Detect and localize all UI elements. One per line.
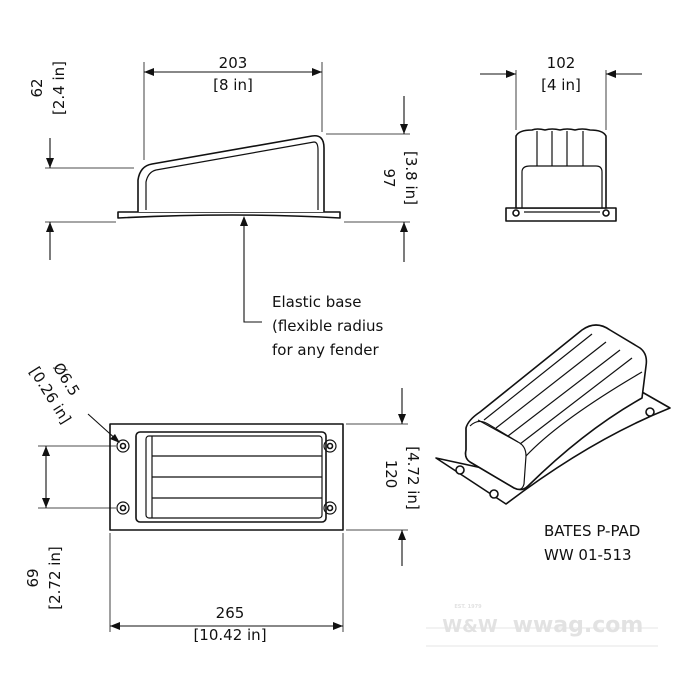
- callout-line-3: for any fender: [272, 341, 380, 359]
- side-view-body: [137, 134, 325, 212]
- side-view: [45, 62, 410, 323]
- dim-102-in: [4 in]: [541, 76, 581, 94]
- dim-97-in: [3.8 in]: [402, 151, 420, 205]
- top-view: [38, 388, 408, 632]
- end-view-base: [505, 207, 617, 222]
- dim-203-mm: 203: [219, 54, 248, 72]
- dim-120-mm: 120: [382, 460, 400, 489]
- dim-62-mm: 62: [28, 78, 46, 97]
- watermark-brand: W&W: [442, 616, 498, 637]
- dim-102-mm: 102: [547, 54, 576, 72]
- isometric-view: [435, 324, 671, 505]
- product-code: WW 01-513: [544, 546, 632, 564]
- product-name: BATES P-PAD: [544, 522, 640, 540]
- watermark-est: EST. 1979: [454, 604, 482, 610]
- side-view-base: [117, 211, 341, 219]
- watermark-site: wwag.com: [513, 613, 644, 638]
- iso-front-face: [464, 419, 527, 490]
- dim-69-in: [2.72 in]: [46, 546, 64, 610]
- dim-62-in: [2.4 in]: [50, 61, 68, 115]
- watermark-logo: EST. 1979 W&W wwag.com: [426, 604, 658, 647]
- dim-97-mm: 97: [380, 168, 398, 187]
- dim-265-mm: 265: [216, 604, 245, 622]
- dim-120-in: [4.72 in]: [404, 446, 422, 510]
- callout-line-1: Elastic base: [272, 293, 361, 311]
- dim-203-in: [8 in]: [213, 76, 253, 94]
- dim-69-mm: 69: [24, 568, 42, 587]
- callout-line-2: (flexible radius: [272, 317, 384, 335]
- dim-265-in: [10.42 in]: [193, 626, 266, 644]
- end-view-body: [515, 128, 607, 209]
- end-view: [480, 70, 642, 222]
